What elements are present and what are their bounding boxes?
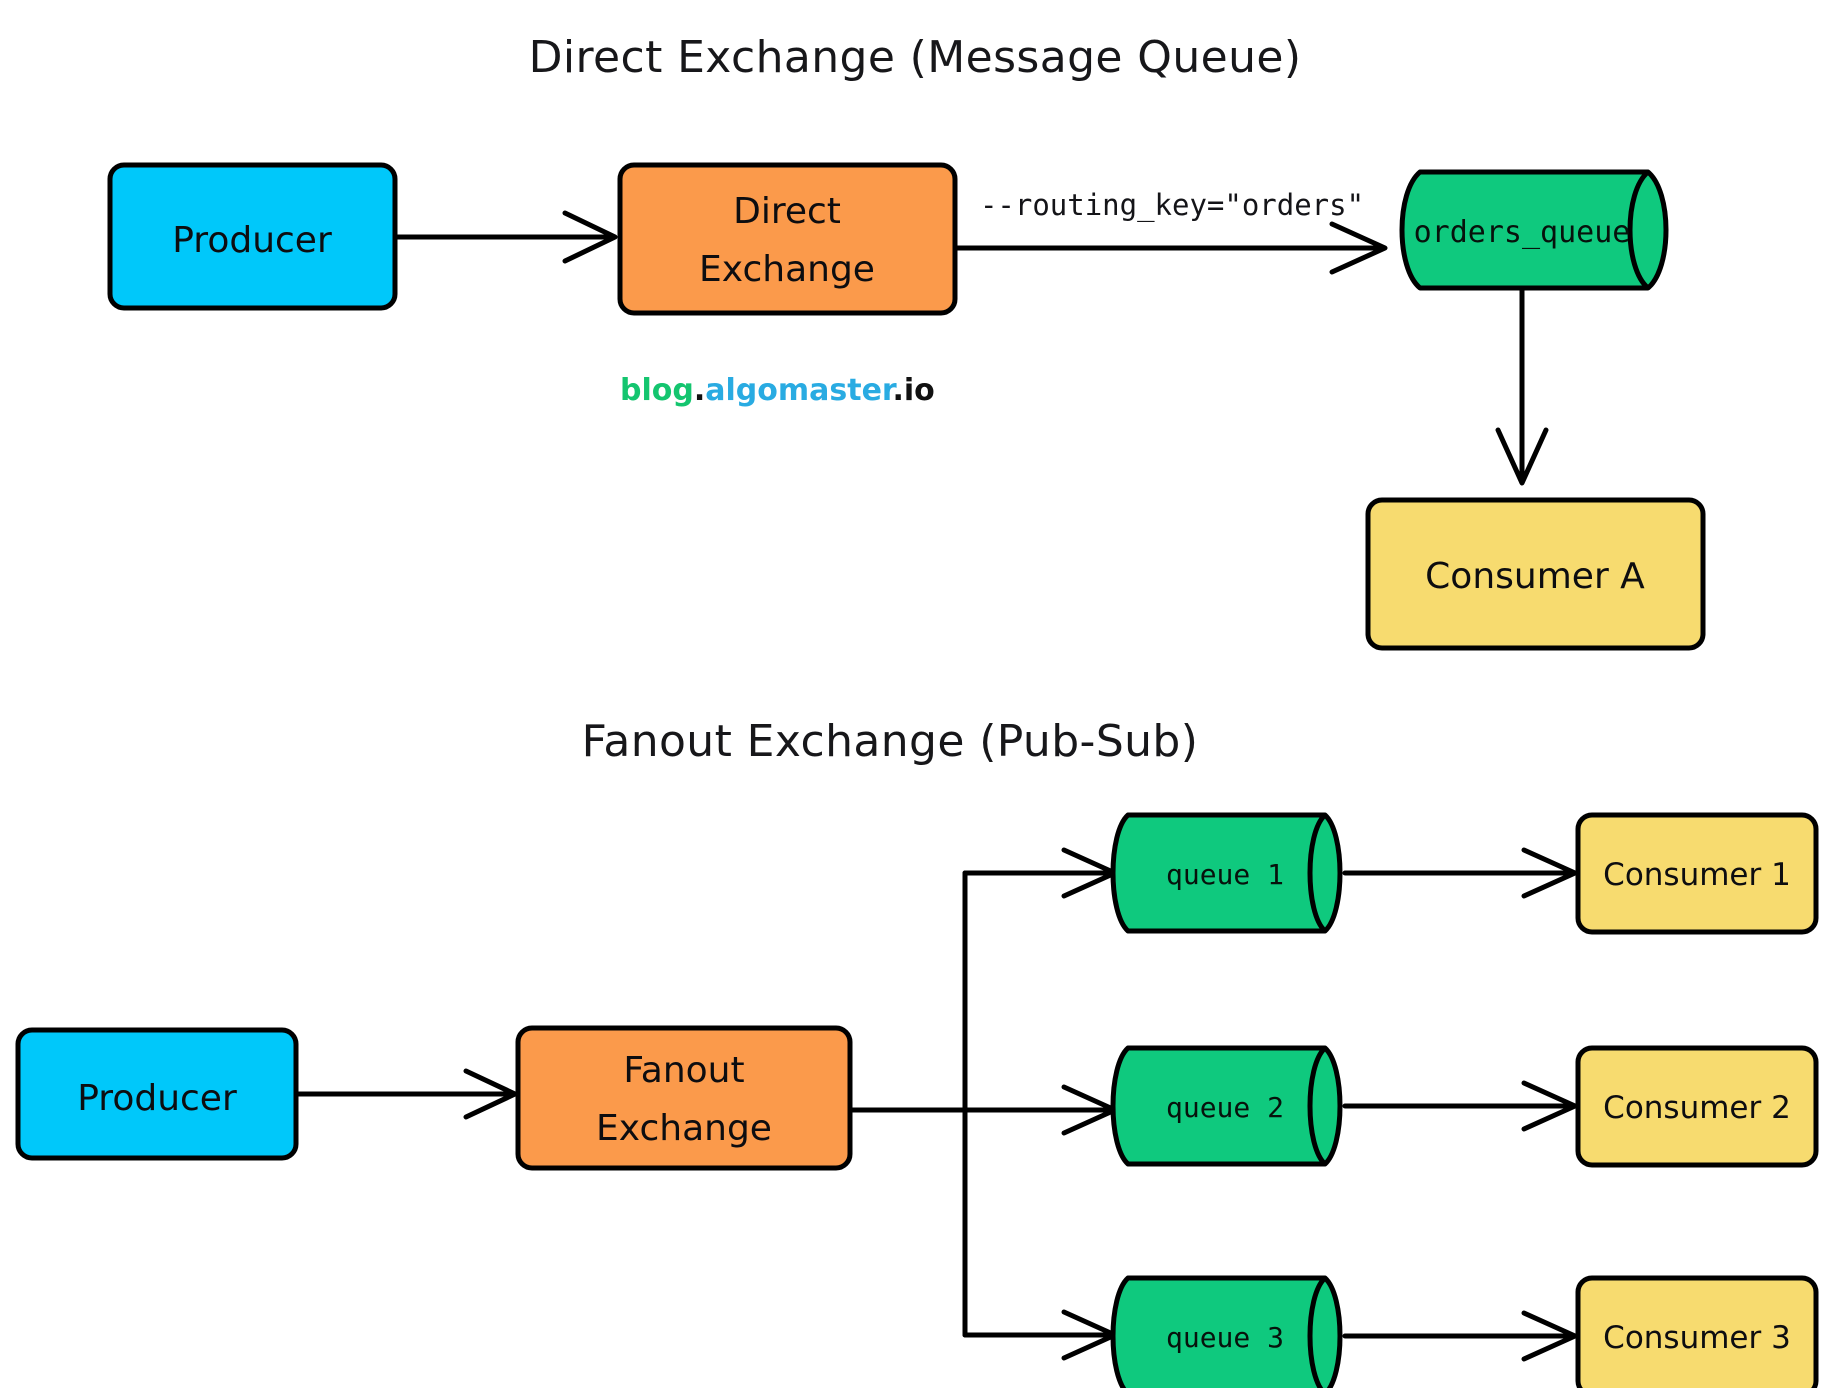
queue-2-cylinder-cap [1307,1046,1327,1166]
queue-1-label: queue 1 [1166,858,1284,891]
producer-label-direct: Producer [172,220,332,261]
queue-1-cylinder-cap [1307,813,1327,933]
node-queue-1[interactable]: queue 1 [1110,812,1343,934]
consumer-3-label: Consumer 3 [1603,1320,1791,1356]
queue-3-label: queue 3 [1166,1321,1284,1354]
edge-queue-2-to-consumer-2 [1342,1080,1578,1132]
section-title-direct-exchange: Direct Exchange (Message Queue) [529,32,1302,83]
consumer-a-box[interactable] [1365,497,1706,651]
node-queue-2[interactable]: queue 2 [1110,1045,1343,1167]
fanout-bus [847,847,1118,1361]
consumer-a-label: Consumer A [1425,556,1645,597]
consumer-3-box[interactable] [1575,1275,1819,1388]
direct-exchange-label-line1: Direct [733,191,841,232]
queue-2-label: queue 2 [1166,1091,1284,1124]
watermark-blog-algomaster-io: blog.algomaster.io [620,373,935,408]
direct-exchange-label-line2: Exchange [699,249,875,290]
node-orders-queue[interactable]: orders_queue [1399,169,1669,291]
direct-exchange-box[interactable] [617,162,958,316]
node-producer-fanout[interactable]: Producer [15,1027,299,1161]
watermark-part-algomaster: algomaster [705,373,897,408]
node-consumer-3[interactable]: Consumer 3 [1575,1275,1819,1388]
watermark-part-io: .io [892,373,934,408]
watermark-text: blog.algomaster.io [620,373,935,408]
queue-3-cylinder-body[interactable] [1110,1275,1343,1388]
edge-orders-queue-to-consumer-a [1495,287,1549,486]
node-direct-exchange[interactable]: Direct Exchange [617,162,958,316]
node-fanout-exchange[interactable]: Fanout Exchange [515,1025,853,1171]
node-consumer-a[interactable]: Consumer A [1365,497,1706,651]
queue-3-cylinder-cap [1307,1276,1327,1388]
consumer-1-box[interactable] [1575,812,1819,935]
fanout-exchange-box[interactable] [515,1025,853,1171]
watermark-dot-1: . [694,373,705,408]
edge-direct-exchange-to-orders-queue: --routing_key="orders" [952,188,1388,275]
section-title-fanout-exchange: Fanout Exchange (Pub-Sub) [582,716,1199,767]
producer-label-fanout: Producer [77,1078,237,1119]
fanout-exchange-label-line2: Exchange [596,1108,772,1149]
consumer-1-label: Consumer 1 [1603,857,1791,893]
node-queue-3[interactable]: queue 3 [1110,1275,1343,1388]
routing-key-label: --routing_key="orders" [980,188,1364,223]
orders-queue-cylinder-cap [1627,170,1650,290]
consumer-2-box[interactable] [1575,1045,1819,1168]
watermark-part-blog: blog [620,373,694,408]
edge-queue-3-to-consumer-3 [1342,1310,1578,1362]
node-consumer-2[interactable]: Consumer 2 [1575,1045,1819,1168]
edge-producer-to-fanout-exchange [293,1068,518,1120]
fanout-exchange-label-line1: Fanout [623,1050,744,1091]
orders-queue-label: orders_queue [1414,215,1631,250]
consumer-2-label: Consumer 2 [1603,1090,1791,1126]
edge-producer-to-direct-exchange [392,210,618,264]
edge-queue-1-to-consumer-1 [1342,847,1578,899]
node-producer-direct[interactable]: Producer [107,162,398,311]
node-consumer-1[interactable]: Consumer 1 [1575,812,1819,935]
